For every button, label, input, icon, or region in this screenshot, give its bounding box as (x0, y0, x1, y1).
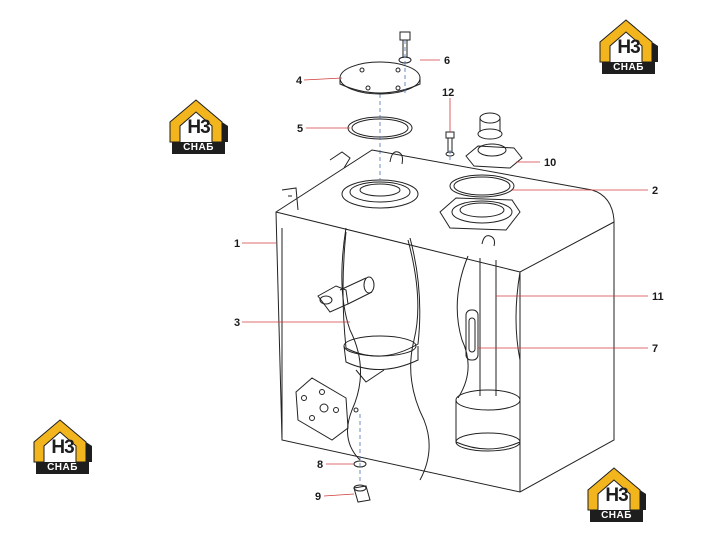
callout-3: 3 (234, 317, 240, 329)
filter-flange (341, 179, 419, 209)
filter-housing (342, 231, 421, 383)
callout-1: 1 (234, 238, 240, 250)
lifting-hook-rear (389, 151, 403, 165)
logo-mark: H3 (617, 37, 640, 58)
brand-logo-top-right: H3 СНАБ (596, 16, 660, 76)
inlet-pipe (317, 276, 375, 313)
lifting-hook-front (481, 235, 495, 247)
suction-filter (455, 258, 521, 452)
logo-subtitle: СНАБ (601, 510, 632, 521)
callout-12: 12 (442, 87, 454, 99)
o-ring (347, 116, 413, 140)
tank-bracket-left (281, 187, 299, 211)
side-flange-plate (295, 377, 349, 441)
breather-flange (439, 197, 521, 231)
brand-logo-bottom-right: H3 СНАБ (584, 464, 648, 524)
breather-cap (465, 112, 523, 169)
drain-plug (353, 484, 371, 503)
callout-2: 2 (652, 185, 658, 197)
logo-subtitle: СНАБ (47, 462, 78, 473)
o-ring-breather (449, 174, 515, 198)
sight-glass (465, 309, 479, 361)
callout-4: 4 (296, 75, 303, 87)
tank-bracket-top (329, 151, 351, 169)
callout-9: 9 (315, 491, 321, 503)
logo-mark: H3 (605, 485, 628, 506)
callout-10: 10 (544, 157, 556, 169)
brand-logo-upper-left: H3 СНАБ (166, 96, 230, 156)
callout-6: 6 (444, 55, 450, 67)
logo-subtitle: СНАБ (183, 142, 214, 153)
callout-7: 7 (652, 343, 658, 355)
cover (339, 61, 421, 95)
callout-5: 5 (297, 123, 303, 135)
logo-mark: H3 (187, 117, 210, 138)
callout-8: 8 (317, 459, 323, 471)
logo-mark: H3 (51, 437, 74, 458)
callout-11: 11 (652, 291, 664, 303)
brand-logo-lower-left: H3 СНАБ (30, 416, 94, 476)
tank-body (275, 149, 615, 493)
logo-subtitle: СНАБ (613, 62, 644, 73)
